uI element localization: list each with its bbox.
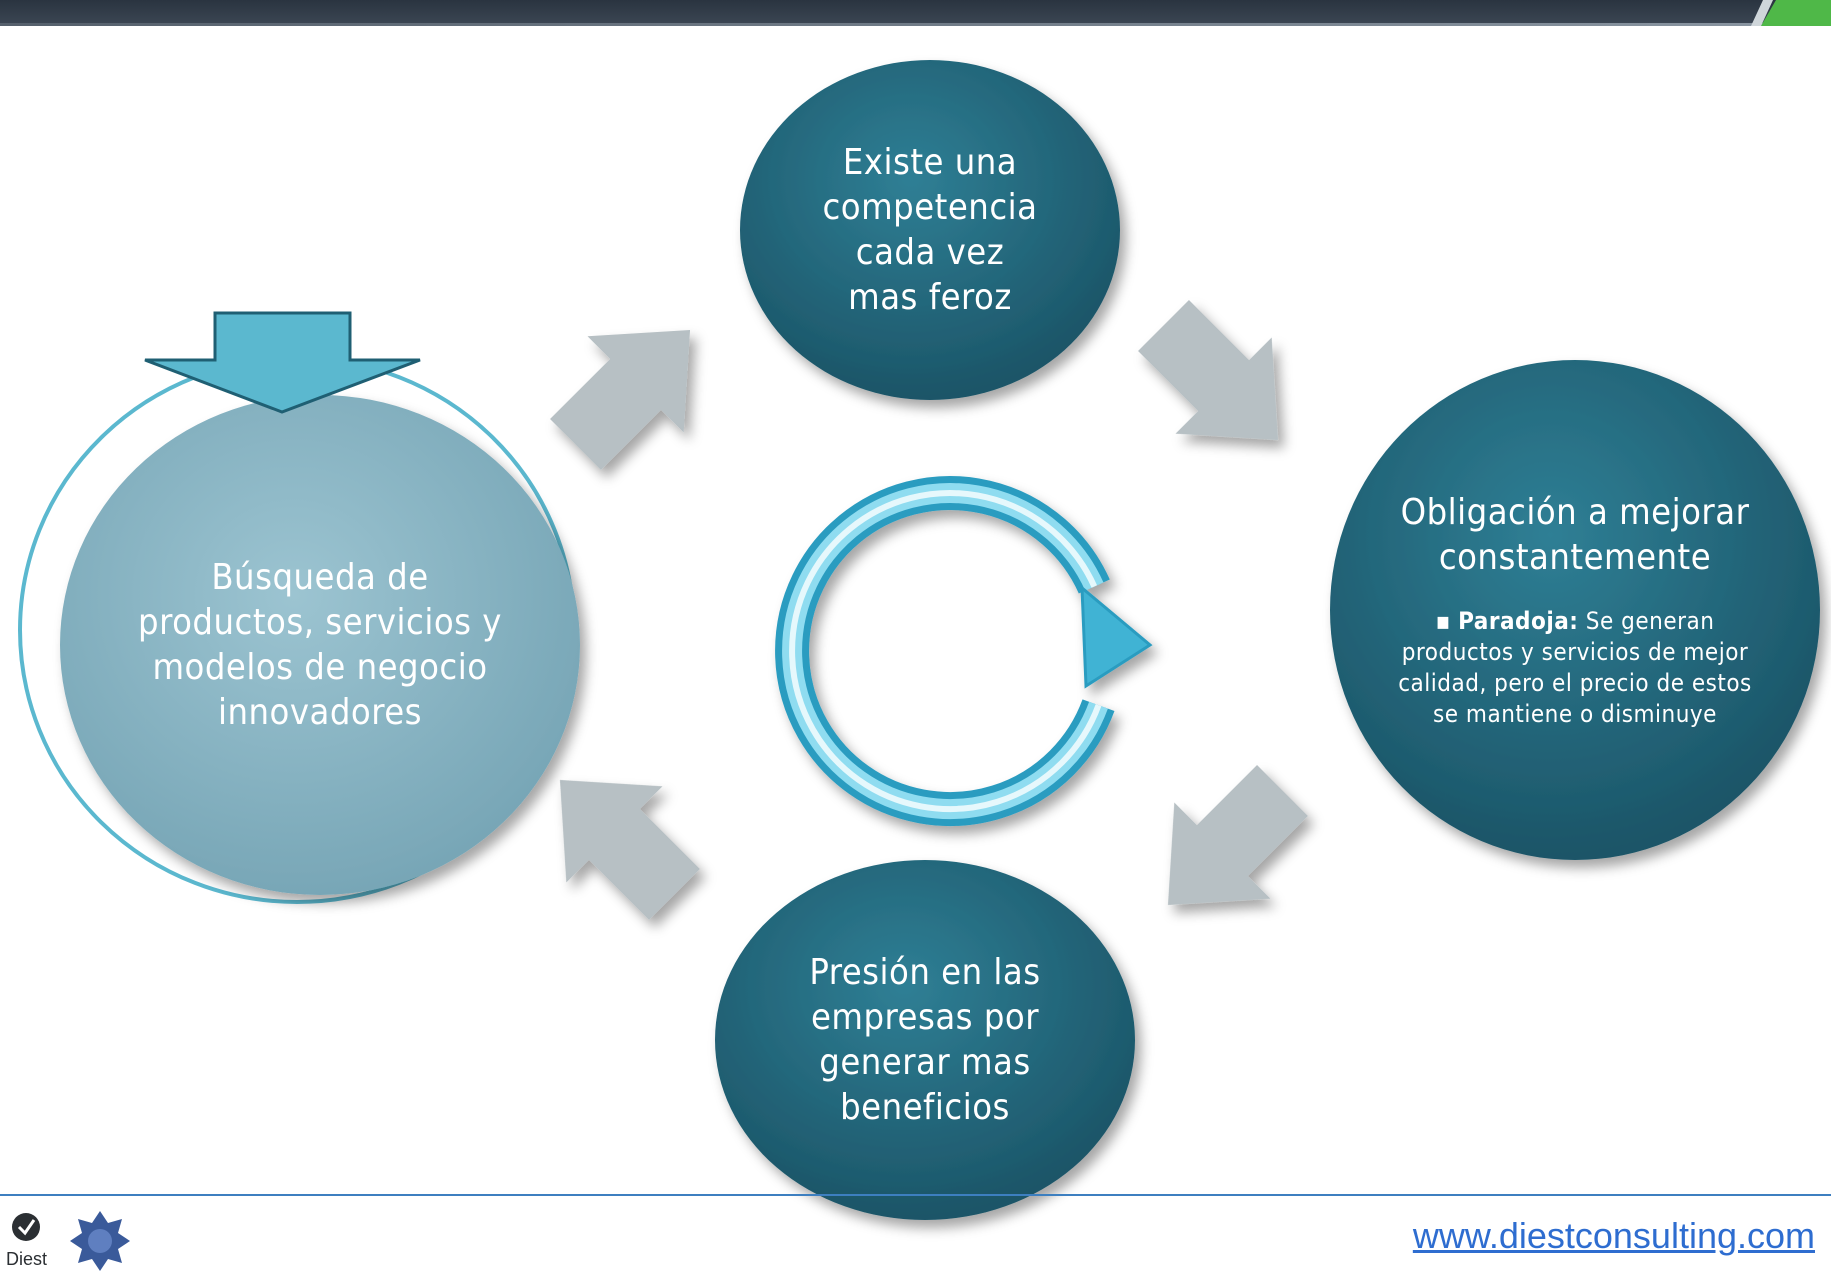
node-left-text: Búsqueda de productos, servicios y model… bbox=[138, 557, 502, 733]
node-right-bullet: ▪ Paradoja: Se generan productos y servi… bbox=[1385, 606, 1765, 731]
top-banner-edge bbox=[0, 23, 1831, 26]
node-bottom: Presión en las empresas por generar mas … bbox=[715, 860, 1135, 1220]
node-right-bullet-label: Paradoja: bbox=[1458, 606, 1579, 635]
arrow-left-to-top bbox=[550, 329, 691, 470]
node-right-circle bbox=[1330, 360, 1820, 860]
green-corner-accent bbox=[1751, 0, 1831, 26]
diest-logo-icon: Diest bbox=[6, 1213, 47, 1269]
arrow-top-to-right bbox=[1138, 300, 1279, 441]
footer-logos: Diest bbox=[6, 1211, 130, 1271]
diest-logo-text: Diest bbox=[6, 1249, 47, 1269]
node-top-circle bbox=[740, 60, 1120, 400]
node-right-title: Obligación a mejorar constantemente bbox=[1400, 491, 1750, 578]
node-bottom-text: Presión en las empresas por generar mas … bbox=[809, 952, 1041, 1128]
node-top: Existe una competencia cada vez mas fero… bbox=[740, 60, 1120, 400]
highlight-down-arrow-icon bbox=[144, 311, 421, 414]
footer-divider bbox=[0, 1194, 1831, 1196]
node-top-text: Existe una competencia cada vez mas fero… bbox=[822, 142, 1038, 318]
top-banner bbox=[0, 0, 1831, 26]
badge-seal-icon bbox=[70, 1211, 130, 1271]
node-right: Obligación a mejorar constantemente ▪ Pa… bbox=[1330, 360, 1820, 860]
node-left: Búsqueda de productos, servicios y model… bbox=[60, 395, 580, 895]
bullet-icon: ▪ bbox=[1435, 606, 1451, 635]
arrow-bottom-to-left bbox=[559, 779, 700, 920]
node-right-bullet-text: Se generan productos y servicios de mejo… bbox=[1398, 606, 1752, 729]
node-left-circle bbox=[60, 395, 580, 895]
cycle-arrow-icon bbox=[775, 476, 1153, 826]
footer-website-link[interactable]: www.diestconsulting.com bbox=[1412, 1215, 1815, 1256]
node-bottom-circle bbox=[715, 860, 1135, 1220]
arrow-right-to-bottom bbox=[1167, 765, 1308, 906]
